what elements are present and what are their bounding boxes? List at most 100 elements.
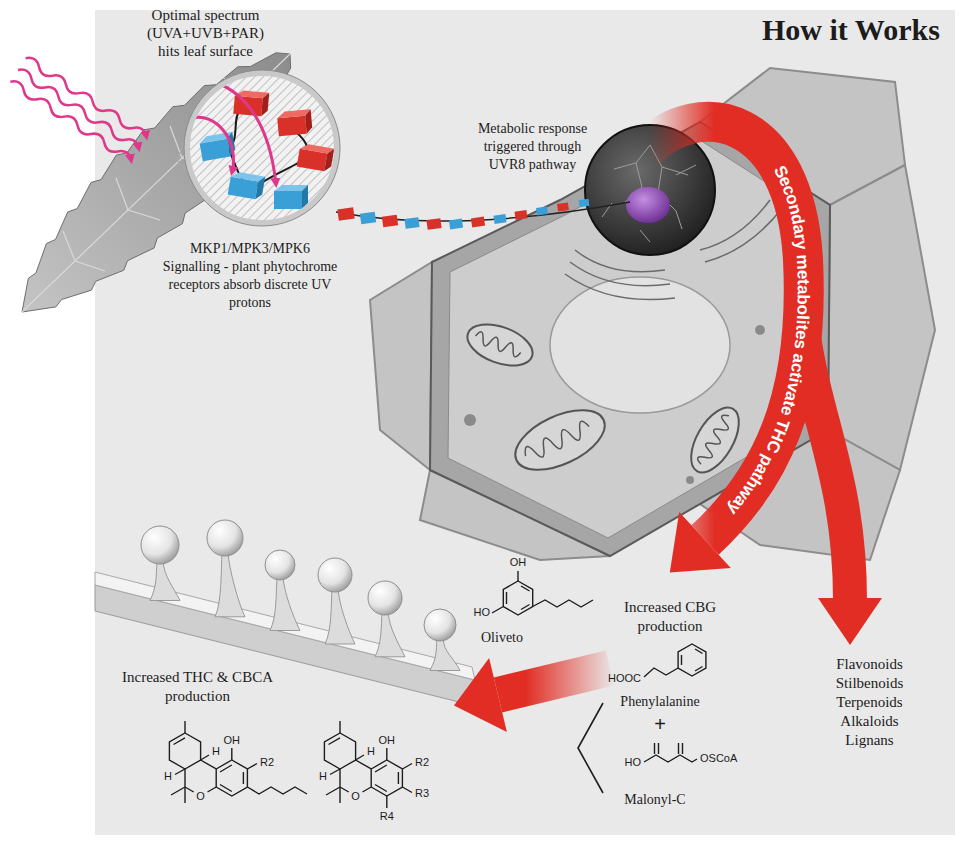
chemical-structures	[387, 787, 412, 808]
atom-label: HOOC	[608, 672, 641, 685]
chemical-structures	[503, 581, 532, 615]
magnifier	[261, 92, 269, 116]
atom-label: HO	[474, 606, 491, 619]
chemical-structures	[185, 760, 216, 792]
trichomes	[150, 561, 180, 601]
magnifier	[187, 73, 337, 223]
plant-cell	[430, 122, 830, 556]
magnifier	[192, 82, 334, 209]
atom-label: OH	[224, 734, 241, 747]
atom-label: H	[367, 745, 375, 758]
metabolite-arrows	[454, 658, 507, 732]
trichomes	[325, 589, 355, 644]
magnifier	[277, 116, 306, 136]
title: How it Works	[762, 12, 940, 48]
atom-label: HO	[625, 756, 642, 769]
metabolite-arrows	[670, 512, 731, 572]
plant-cell	[474, 330, 523, 358]
trichomes	[141, 526, 179, 564]
trichomes	[270, 577, 300, 631]
uv-light-waves	[8, 78, 133, 163]
chemical-structures	[174, 721, 186, 745]
chemical-structures	[644, 668, 678, 677]
chemical-structures	[169, 721, 412, 808]
plant-cell	[506, 398, 613, 482]
signal-chain	[336, 199, 630, 230]
atom-label: OH	[379, 734, 396, 747]
magnifier	[192, 117, 234, 172]
chemical-structures	[578, 703, 603, 793]
trichomes	[150, 553, 460, 671]
magnifier	[177, 70, 340, 226]
signal-chain	[471, 217, 485, 228]
metabolite-list: Flavonoids Stilbenoids Terpenoids Alkalo…	[822, 655, 917, 750]
callout-text: Metabolic response triggered through UVR…	[470, 120, 595, 174]
atom-label: O	[351, 790, 360, 803]
chemical-structures	[324, 721, 412, 803]
chemical-structures	[507, 586, 530, 610]
signal-chain	[404, 217, 419, 229]
signal-chain	[493, 214, 506, 224]
chemical-structures	[492, 571, 593, 613]
plant-cell	[681, 400, 748, 480]
plant-cell	[522, 419, 592, 463]
metabolite-arrows	[645, 122, 804, 540]
compound-name: Phenylalanine	[620, 694, 699, 710]
arrow-text: Secondary metabolites activate THC pathw…	[723, 162, 813, 519]
metabolite-arrows	[494, 651, 614, 713]
plant-cell	[430, 122, 830, 556]
trichomes	[95, 520, 475, 706]
plant-cell	[681, 400, 748, 480]
magnifier	[228, 110, 307, 186]
plant-cell	[464, 414, 476, 426]
atom-label: OH	[510, 556, 527, 569]
chemical-structures	[644, 743, 697, 762]
compound-name: Oliveto	[481, 630, 523, 646]
magnifier	[274, 185, 308, 209]
trichomes	[318, 558, 352, 592]
uv-light-waves	[8, 55, 148, 164]
plant-cell	[550, 277, 730, 413]
magnifier	[233, 90, 269, 117]
metabolite-arrows	[818, 598, 882, 645]
callout-text: MKP1/MPK3/MPK6 Signalling - plant phytoc…	[160, 240, 340, 312]
metabolite-arrows	[454, 122, 882, 732]
callout-text: Optimal spectrum (UVA+UVB+PAR) hits leaf…	[138, 6, 273, 60]
chemical-structures	[171, 755, 209, 803]
neighbour-cells	[370, 262, 432, 470]
arrow-text: Secondary metabolites activate THC pathw…	[723, 162, 813, 519]
magnifier	[255, 176, 265, 201]
magnifier	[305, 109, 313, 133]
plant-cell	[686, 476, 694, 484]
nucleus	[626, 187, 670, 223]
chemical-structures	[169, 721, 257, 803]
uv-light-waves	[16, 67, 141, 152]
atom-label: R2	[260, 756, 274, 769]
signal-chain	[426, 218, 441, 230]
callout-text: Increased CBG production	[615, 598, 725, 636]
magnifier	[274, 191, 302, 209]
trichomes	[215, 553, 245, 617]
magnifier	[215, 82, 276, 184]
trichomes	[368, 581, 402, 615]
atom-label: OSCoA	[700, 752, 737, 765]
chemical-structures	[682, 649, 703, 671]
signal-chain	[449, 219, 463, 230]
atom-label: R2	[415, 756, 429, 769]
trichomes	[265, 550, 295, 580]
trichomes	[95, 572, 475, 680]
atom-label: H	[319, 770, 327, 783]
atom-label: R3	[415, 787, 429, 800]
chemical-structures	[216, 760, 247, 796]
magnifier	[184, 70, 340, 226]
panel-background	[95, 10, 955, 835]
callout-text: Increased THC & CBCA production	[110, 668, 285, 706]
chemical-structures	[678, 644, 706, 676]
signal-chain	[360, 212, 376, 224]
plant-cell	[506, 398, 613, 482]
trichomes	[375, 612, 405, 657]
atom-label: H	[212, 745, 220, 758]
plant-cell	[755, 325, 765, 335]
signal-chain	[536, 206, 548, 215]
